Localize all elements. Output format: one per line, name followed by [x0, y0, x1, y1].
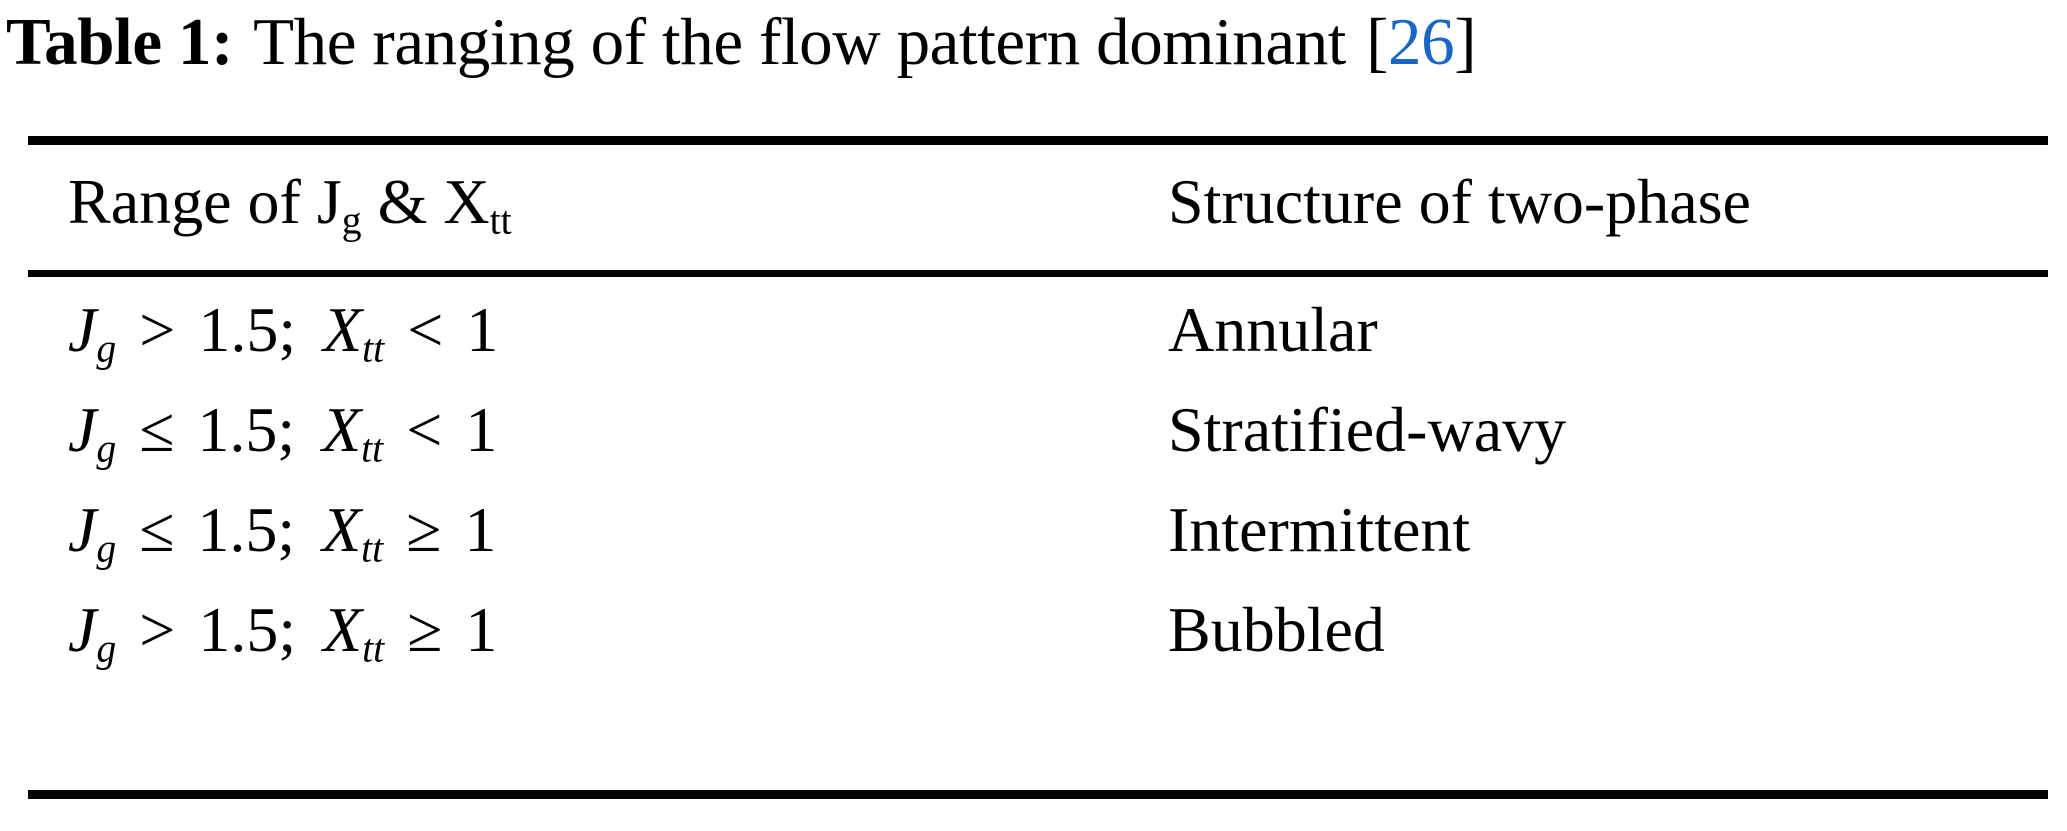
- table-row: Jg >1.5; Xtt <1 Annular: [0, 280, 2067, 380]
- caption-text: The ranging of the flow pattern dominant: [253, 5, 1347, 79]
- math-operator-1: ≤: [139, 394, 175, 465]
- column-header-range: Range of Jg & Xtt: [68, 152, 512, 270]
- math-var-j: J: [68, 394, 97, 465]
- math-var-x: X: [322, 394, 362, 465]
- table-row: Jg ≤1.5; Xtt <1 Stratified-wavy: [0, 380, 2067, 480]
- math-separator: ;: [278, 294, 297, 365]
- math-var-j: J: [68, 594, 97, 665]
- math-sub-g: g: [96, 326, 117, 371]
- math-operator-2: <: [406, 394, 443, 465]
- math-operator-1: ≤: [139, 494, 175, 565]
- header-ampersand: &: [361, 166, 444, 237]
- math-separator: ;: [277, 494, 296, 565]
- cell-condition: Jg ≤1.5; Xtt <1: [68, 380, 497, 498]
- table-caption: Table 1: The ranging of the flow pattern …: [6, 0, 2066, 90]
- table-header-row: Range of Jg & Xtt Structure of two-phase: [0, 152, 2067, 252]
- math-sub-tt: tt: [362, 326, 385, 371]
- math-sub-tt: tt: [361, 526, 384, 571]
- math-sub-tt: tt: [361, 426, 384, 471]
- header-range-prefix: Range of: [68, 166, 317, 237]
- table-row: Jg >1.5; Xtt ≥1 Bubbled: [0, 580, 2067, 680]
- math-value-1: 1.5: [197, 394, 278, 465]
- math-sub-g: g: [96, 526, 117, 571]
- cell-condition: Jg >1.5; Xtt <1: [68, 280, 498, 398]
- math-operator-1: >: [139, 294, 176, 365]
- header-var-jg: J: [316, 166, 342, 237]
- cell-condition: Jg >1.5; Xtt ≥1: [68, 580, 497, 698]
- math-value-2: 1: [465, 394, 498, 465]
- math-operator-2: <: [407, 294, 444, 365]
- math-value-2: 1: [465, 594, 498, 665]
- citation-bracket-close: ]: [1454, 5, 1477, 79]
- cell-structure: Intermittent: [1168, 494, 1471, 565]
- header-sub-g: g: [341, 198, 362, 243]
- math-var-x: X: [323, 294, 363, 365]
- header-var-xtt: X: [443, 166, 490, 237]
- math-value-2: 1: [466, 294, 499, 365]
- table-bottom-rule: [28, 790, 2048, 799]
- math-separator: ;: [278, 594, 297, 665]
- math-var-j: J: [68, 494, 97, 565]
- column-header-structure: Structure of two-phase: [1168, 166, 1751, 237]
- math-sub-g: g: [96, 426, 117, 471]
- math-operator-2: ≥: [406, 494, 442, 565]
- cell-structure: Bubbled: [1168, 594, 1385, 665]
- math-var-x: X: [322, 494, 362, 565]
- math-separator: ;: [277, 394, 296, 465]
- math-var-j: J: [68, 294, 97, 365]
- math-value-1: 1.5: [198, 594, 279, 665]
- table-header-rule: [28, 270, 2048, 277]
- math-sub-tt: tt: [362, 626, 385, 671]
- math-sub-g: g: [96, 626, 117, 671]
- math-value-2: 1: [464, 494, 497, 565]
- header-sub-tt: tt: [489, 198, 512, 243]
- math-value-1: 1.5: [197, 494, 278, 565]
- cell-structure: Annular: [1168, 294, 1378, 365]
- math-value-1: 1.5: [198, 294, 279, 365]
- citation-bracket-open: [: [1366, 5, 1389, 79]
- cell-condition: Jg ≤1.5; Xtt ≥1: [68, 480, 496, 598]
- citation-link-26[interactable]: 26: [1388, 5, 1455, 79]
- math-operator-1: >: [139, 594, 176, 665]
- math-var-x: X: [323, 594, 363, 665]
- table-row: Jg ≤1.5; Xtt ≥1 Intermittent: [0, 480, 2067, 580]
- cell-structure: Stratified-wavy: [1168, 394, 1567, 465]
- math-operator-2: ≥: [407, 594, 443, 665]
- caption-label: Table 1:: [6, 5, 234, 79]
- table-top-rule: [28, 136, 2048, 145]
